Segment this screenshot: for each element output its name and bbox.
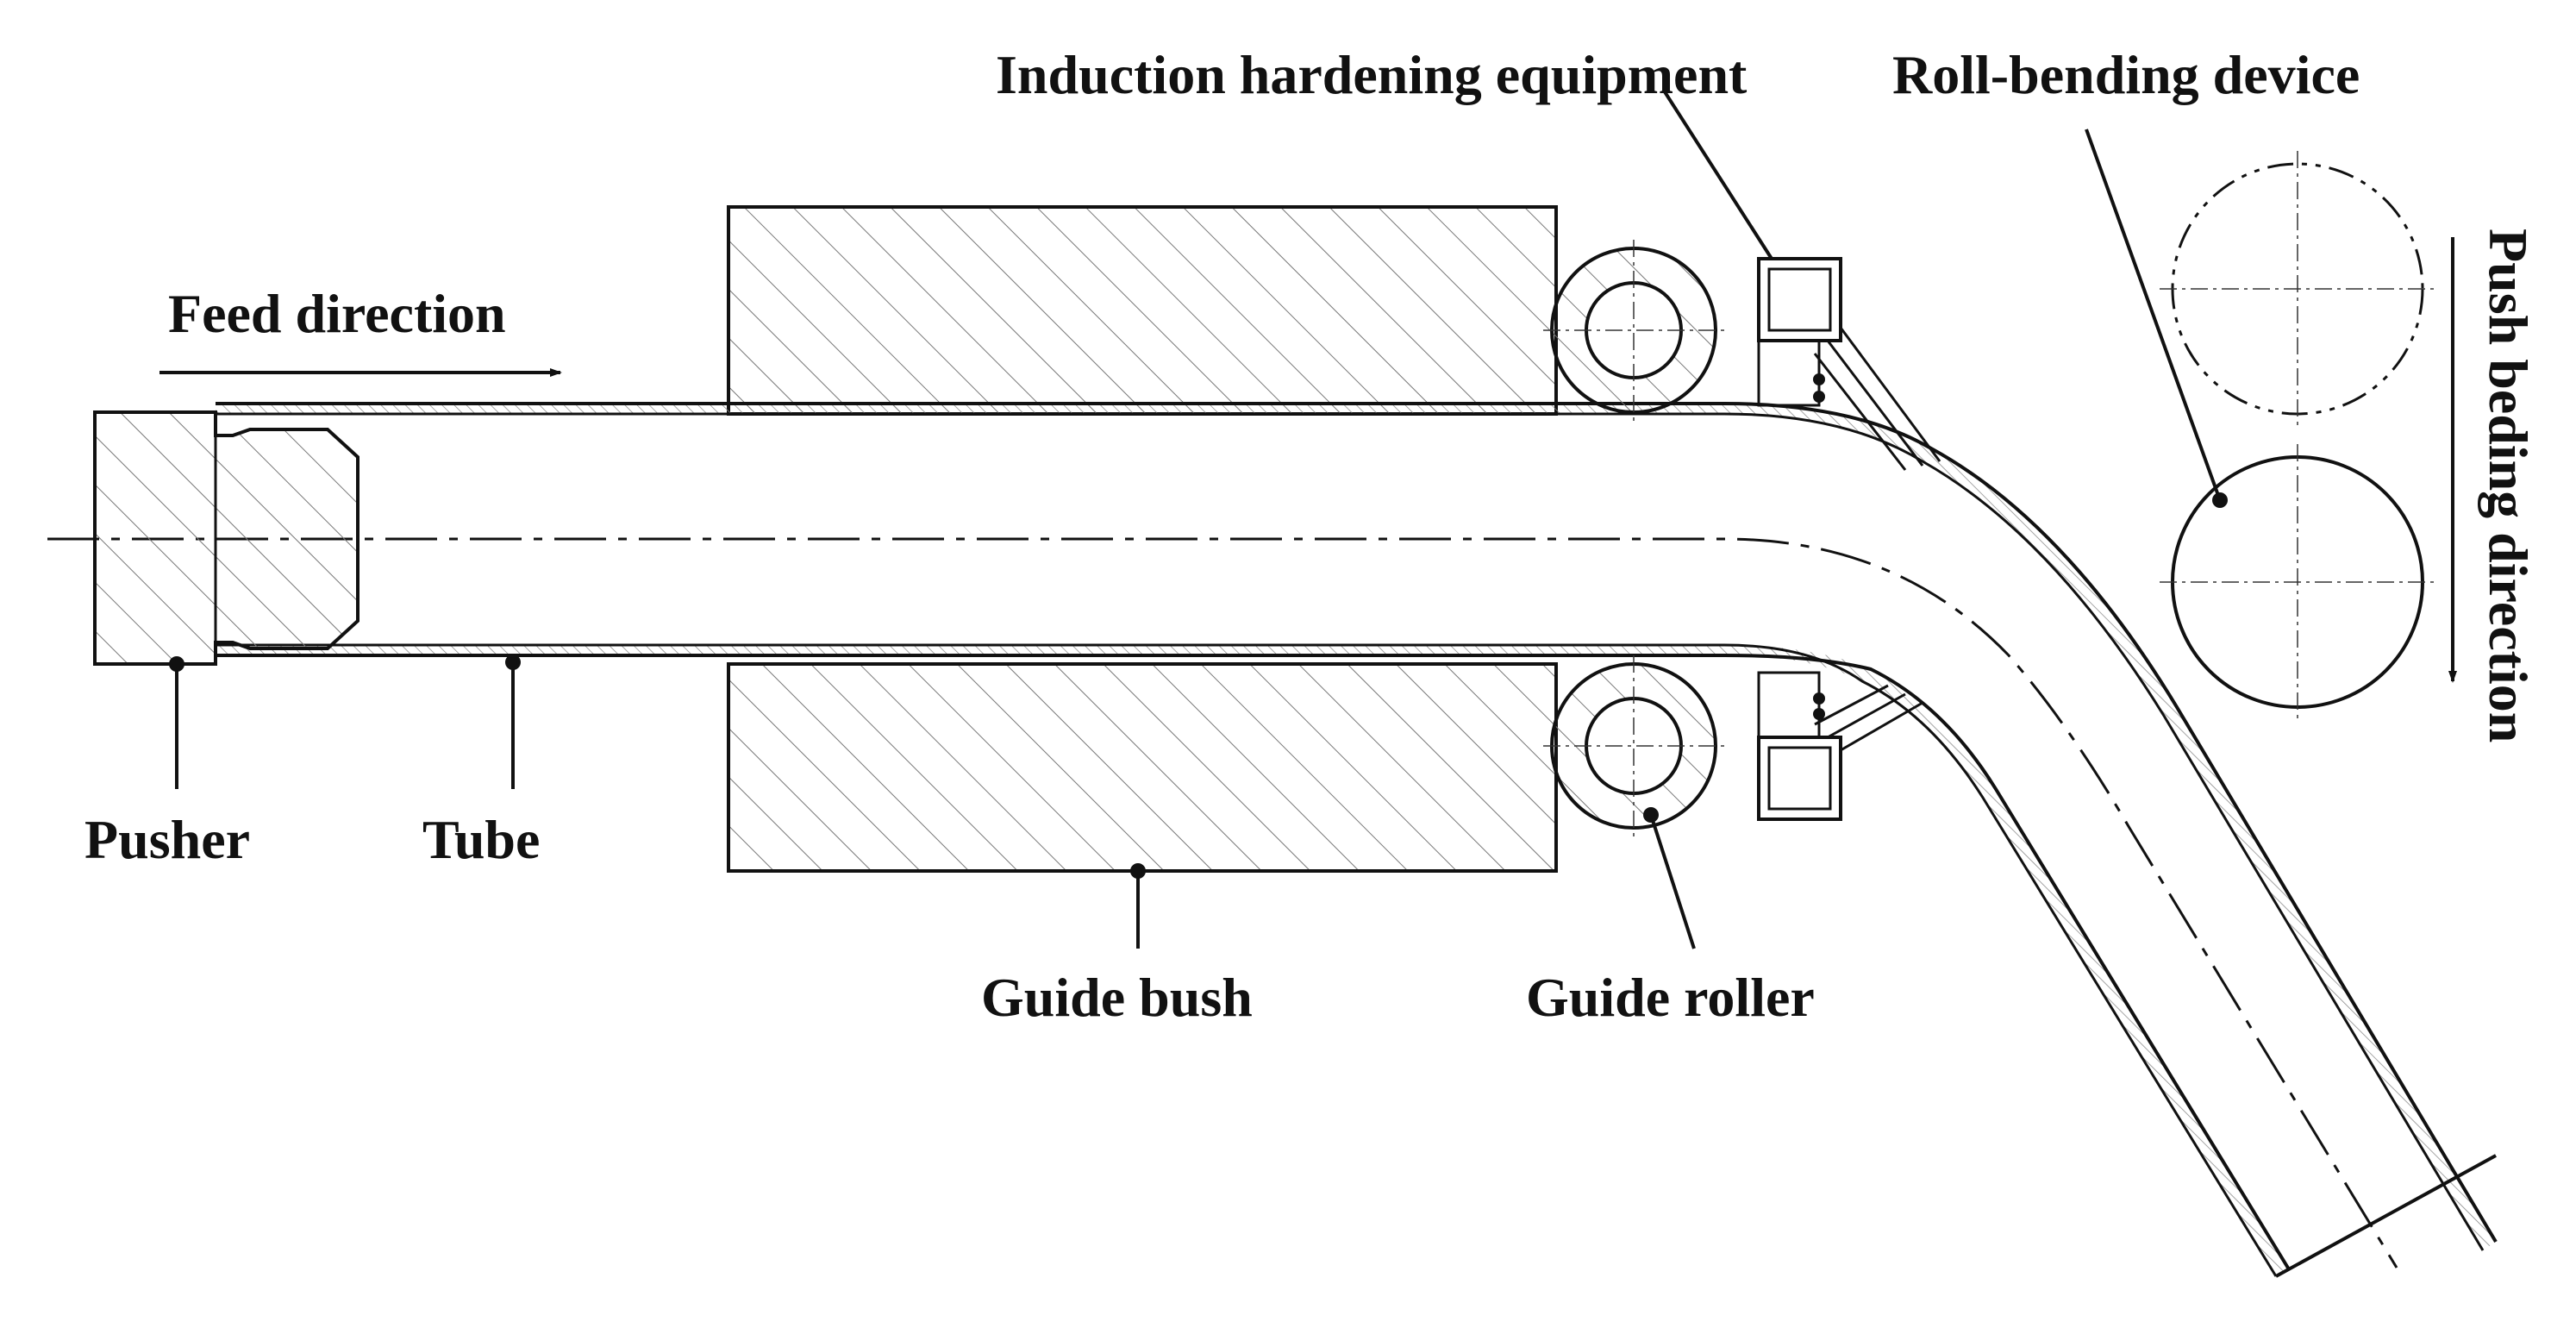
leader-lines [169, 89, 2228, 949]
guide-bush-upper [727, 205, 1558, 416]
label-tube: Tube [422, 809, 540, 870]
guide-roller-upper [1543, 240, 1724, 421]
label-push-bending-direction: Push beding direction [2478, 229, 2539, 742]
guide-bush [727, 205, 1558, 873]
tube [216, 402, 2498, 1278]
roll-bending-roller [2160, 444, 2435, 720]
roll-bending-roller-initial [2160, 151, 2435, 427]
guide-bush-lower [727, 662, 1558, 873]
label-feed-direction: Feed direction [168, 283, 506, 344]
induction-coil-lower [1757, 671, 1923, 821]
guide-roller-lower [1543, 655, 1724, 836]
centerline [47, 537, 2398, 1268]
label-roll-bending: Roll-bending device [1892, 44, 2360, 105]
label-guide-roller: Guide roller [1526, 967, 1815, 1028]
induction-coil-upper [1757, 257, 1941, 471]
label-pusher: Pusher [84, 809, 250, 870]
label-induction-hardening: Induction hardening equipment [996, 44, 1748, 105]
pusher [93, 410, 360, 666]
label-guide-bush: Guide bush [981, 967, 1253, 1028]
